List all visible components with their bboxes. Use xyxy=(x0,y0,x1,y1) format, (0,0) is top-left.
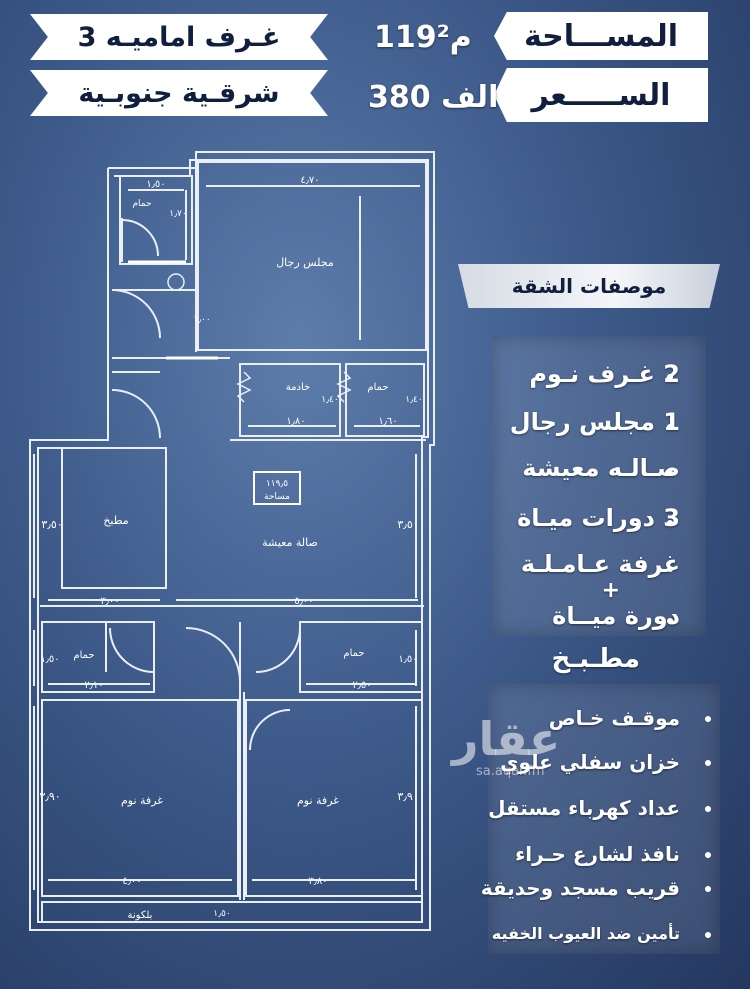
area-label: المســـاحة xyxy=(523,18,679,54)
bullet xyxy=(667,566,673,572)
bullet xyxy=(705,852,711,858)
feature-living: صـالـه معيشة xyxy=(522,454,680,482)
dim-label: ٢٫٥٠ xyxy=(352,680,371,691)
dim-label: ٥٫٠٠ xyxy=(294,596,313,607)
area-tag-label: مساحة xyxy=(264,492,290,502)
area-value: 119م² xyxy=(374,20,472,55)
dim-label: ١٫٦٠ xyxy=(378,416,397,427)
dim-label: ١٫٠٠ xyxy=(193,315,210,325)
features-title: موصفات الشقة xyxy=(458,264,720,308)
room-bath-right: حمام xyxy=(343,648,364,659)
dim-label: ١٫٧٠ xyxy=(169,209,186,219)
dim-label: ١٫٥٠ xyxy=(146,179,165,190)
bullet xyxy=(667,374,673,380)
watermark-url: sa.aqar.fm xyxy=(476,764,545,779)
rooms-plate: 3 غـرف اماميـه xyxy=(30,14,328,60)
dim-label: ٣٫٠٠ xyxy=(100,596,119,607)
feature-bedrooms: 2 غـرف نـوم xyxy=(529,360,680,388)
price-value: 380 الف xyxy=(368,80,499,115)
feature-majlis: 1 مجلس رجال xyxy=(509,408,680,436)
dim-label: ٣٫٨٠ xyxy=(308,876,327,887)
feature-kitchen: مطـبـخ xyxy=(551,644,640,674)
dim-label: ٣٫٩٠ xyxy=(39,790,60,803)
dim-label: ٣٫٥٠ xyxy=(41,518,62,531)
room-bath-top: حمام xyxy=(132,199,151,209)
bullet xyxy=(667,520,673,526)
bullet xyxy=(705,716,711,722)
extra-parking: موقـف خـاص xyxy=(548,706,680,730)
dim-label: ١٫٤٠ xyxy=(321,395,338,405)
bullet xyxy=(705,932,711,938)
dim-label: ٣٫٥٠ xyxy=(397,518,418,531)
room-bath-left: حمام xyxy=(73,650,94,661)
feature-bath-extra: دورة ميــاة xyxy=(552,602,680,630)
rooms-label: 3 غـرف اماميـه xyxy=(77,21,281,53)
extras-panel xyxy=(488,684,720,954)
room-balcony: بلكونة xyxy=(128,910,153,921)
direction-label: شرقـية جنوبـية xyxy=(78,77,280,109)
feature-baths: 3 دورات ميـاة xyxy=(517,504,680,532)
feature-plus: + xyxy=(601,578,620,603)
price-label-plate: الســـــعر xyxy=(494,68,708,122)
dim-label: ١٫٨٠ xyxy=(286,416,305,427)
bullet xyxy=(667,470,673,476)
dim-label: ١٫٥٠ xyxy=(40,654,59,665)
extra-nearby: قريب مسجد وحديقة xyxy=(480,876,680,900)
dim-label: ٣٫٩٠ xyxy=(397,790,418,803)
bullet xyxy=(705,760,711,766)
room-bedroom-right: غرفة نوم xyxy=(297,794,339,807)
area-tag-value: ١١٩٫٥ xyxy=(266,479,288,489)
room-maid: خادمة xyxy=(286,382,310,393)
dim-label: ٢٫١٠ xyxy=(84,680,103,691)
price-label: الســـــعر xyxy=(531,77,671,113)
room-bath-maid: حمام xyxy=(367,382,388,393)
dim-label: ٤٫٧٠ xyxy=(300,175,319,186)
dim-label: ١٫٥٠ xyxy=(398,654,417,665)
bullet xyxy=(667,424,673,430)
extra-meter: عداد كهرباء مستقل xyxy=(488,796,680,820)
room-bedroom-left: غرفة نوم xyxy=(121,794,163,807)
extra-water-tank: خزان سفلي علوي xyxy=(500,750,680,774)
bullet xyxy=(705,886,711,892)
room-majlis: مجلس رجال xyxy=(276,256,334,269)
dim-label: ١٫٥٠ xyxy=(213,909,230,919)
extra-street: نافذ لشارع حـراء xyxy=(515,842,680,866)
bullet xyxy=(667,618,673,624)
dim-label: ١٫٤٠ xyxy=(405,395,422,405)
features-panel xyxy=(492,336,706,636)
bullet xyxy=(705,806,711,812)
feature-maid-room: غرفة عـامـلـة xyxy=(520,550,680,578)
area-label-plate: المســـاحة xyxy=(494,12,708,60)
watermark-logo: عقار xyxy=(452,712,561,766)
room-kitchen: مطبخ xyxy=(103,514,128,527)
extra-warranty: تأمين ضد العيوب الخفيه xyxy=(491,924,680,943)
direction-plate: شرقـية جنوبـية xyxy=(30,70,328,116)
dim-label: ٤٫٠٠ xyxy=(122,876,141,887)
room-living: صالة معيشة xyxy=(262,536,318,549)
